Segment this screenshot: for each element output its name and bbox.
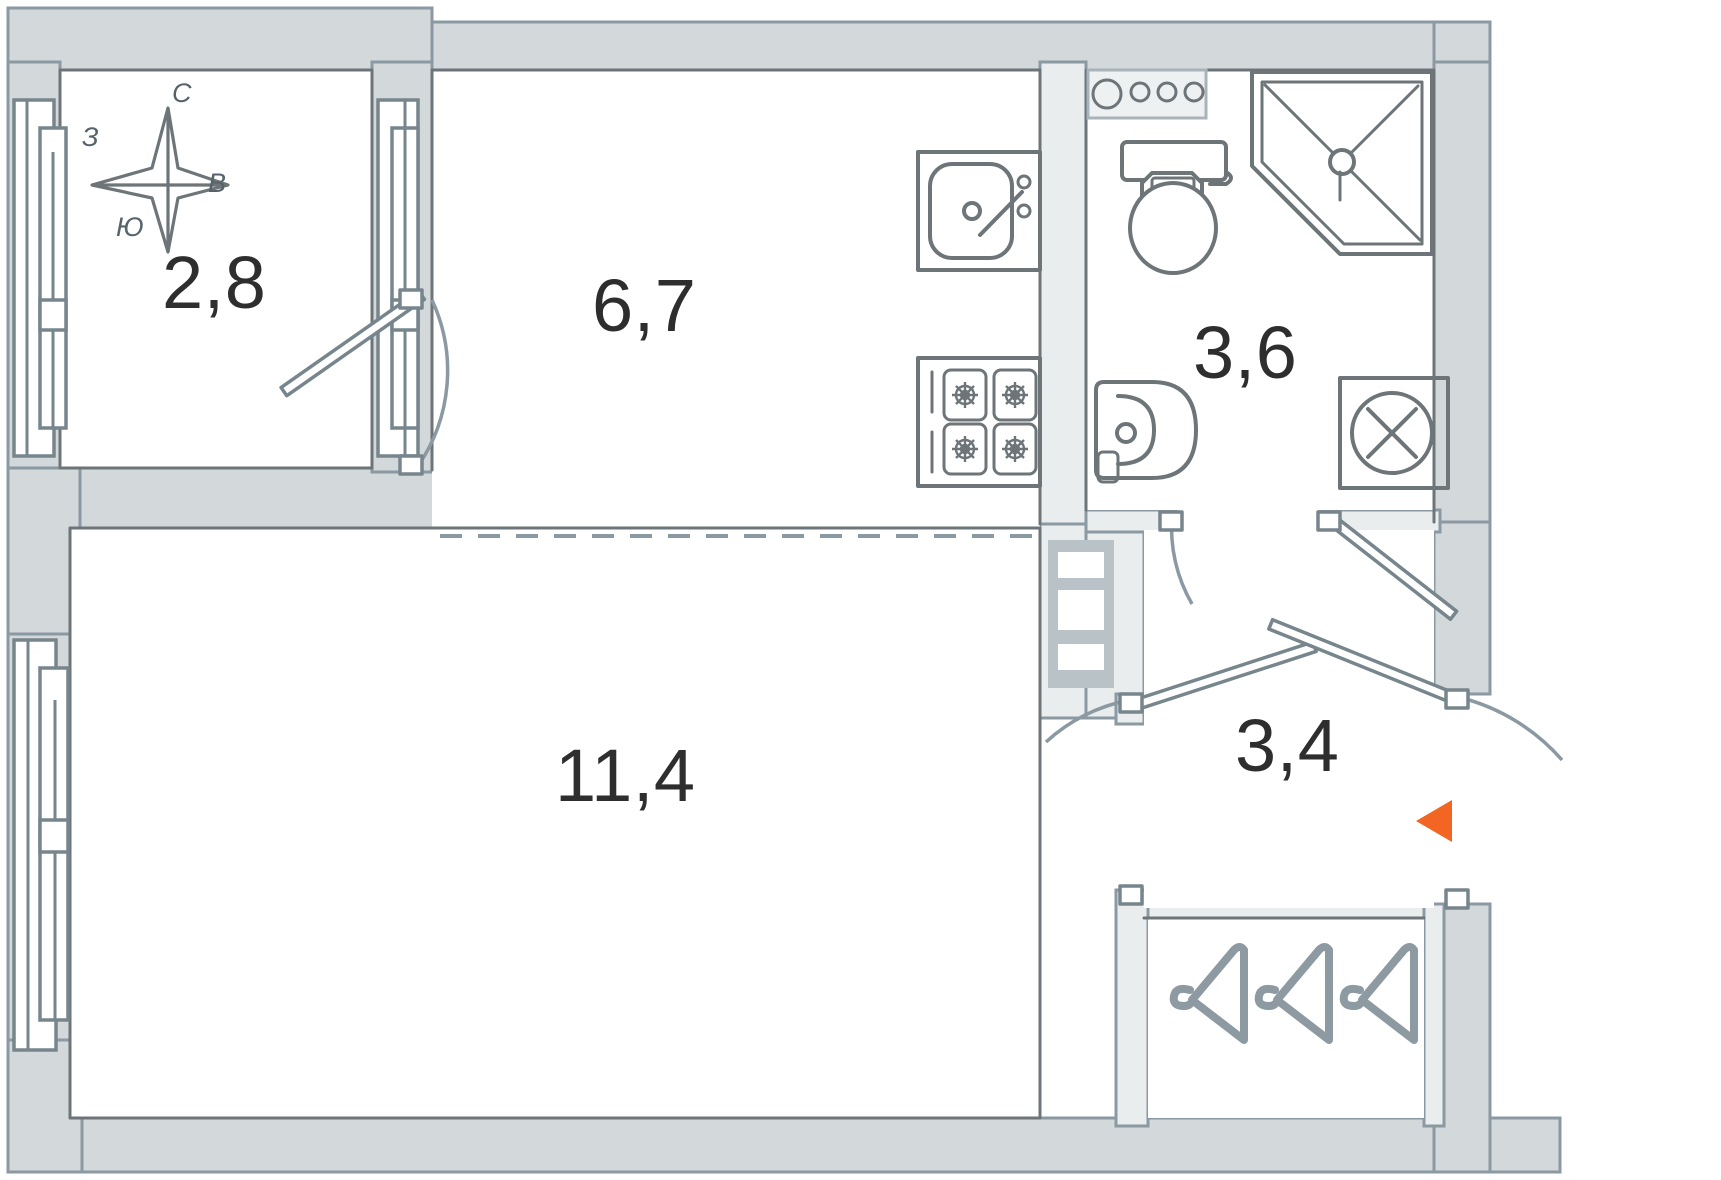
balcony-door [279,288,450,476]
area-label-balcony: 2,8 [162,241,267,324]
entrance-door [1267,617,1564,910]
compass-label-south: Ю [116,212,144,242]
wardrobe-shelf-unit-icon [1048,540,1114,688]
entrance-marker-icon [1416,800,1452,842]
shower-icon [1250,70,1434,256]
coat-hanger-group [1169,943,1418,1044]
compass-label-west: З [82,122,99,152]
kitchen-sink-icon [916,150,1042,272]
toilet-icon [1086,68,1233,275]
coat-hanger-icon [1169,943,1248,1044]
washing-machine-icon [1338,376,1450,490]
gas-stove-icon [916,356,1042,488]
bathroom-door [1158,510,1459,621]
window-living-room [12,638,70,1052]
window-balcony [12,98,68,458]
area-label-living-room: 11,4 [555,734,696,817]
window-balcony-right [376,98,420,458]
coat-hanger-icon [1339,943,1418,1044]
compass-label-north: С [172,78,192,108]
area-label-hallway: 3,4 [1235,704,1340,787]
wall-structure [6,6,1562,1174]
compass-rose [90,106,230,254]
area-label-bathroom: 3,6 [1193,311,1298,394]
compass-label-east: В [208,168,227,198]
bathroom-sink-icon [1094,380,1198,484]
area-label-kitchen: 6,7 [592,264,697,347]
coat-hanger-icon [1254,943,1333,1044]
